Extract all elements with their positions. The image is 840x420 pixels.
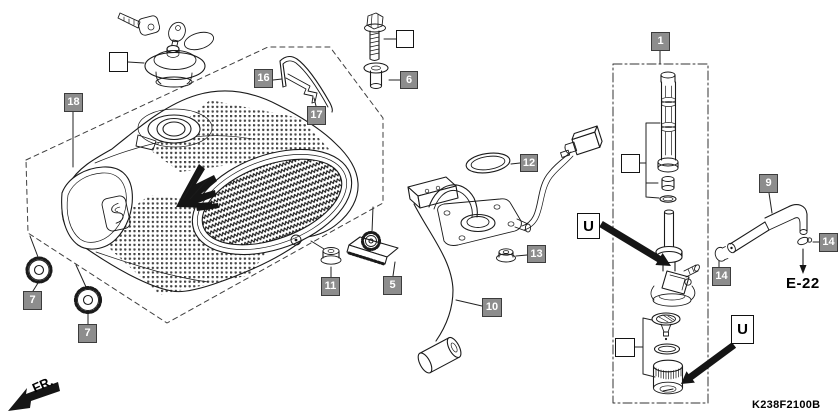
callout-11[interactable]: 11 <box>321 277 340 296</box>
fuel-tank <box>61 90 359 295</box>
e22-arrow <box>799 248 807 274</box>
strainer-cup <box>652 359 684 395</box>
leader-lines <box>29 38 820 378</box>
callout-10[interactable]: 10 <box>482 298 502 317</box>
callout-13[interactable]: 13 <box>527 245 546 263</box>
strainer-cup-small <box>661 176 675 191</box>
callout-9[interactable]: 9 <box>759 174 778 193</box>
fr-direction-arrow <box>8 382 60 411</box>
callout-7-left[interactable]: 7 <box>23 291 42 310</box>
knee-pad <box>191 148 353 256</box>
view-box-u-top[interactable]: U <box>577 213 600 239</box>
callout-6[interactable]: 6 <box>400 71 418 89</box>
cap-grommet <box>363 62 389 89</box>
fuel-cock <box>650 209 700 307</box>
tank-bounding-box <box>25 46 384 324</box>
mount-rubber-block <box>346 230 399 266</box>
tank-grommet-right <box>73 285 103 315</box>
tank-grommet-left <box>25 256 53 284</box>
filler-neck <box>135 108 213 151</box>
tank-emblem <box>101 195 131 232</box>
callout-blank-fuel-cap[interactable] <box>109 52 128 72</box>
u-view-arrow-bottom <box>681 342 737 384</box>
flange-bolt <box>364 12 386 61</box>
tube-clip-left <box>714 246 729 262</box>
key-set <box>117 12 186 51</box>
honda-wing-logo <box>176 164 219 211</box>
callout-blank-strainer[interactable] <box>621 154 640 173</box>
callout-17[interactable]: 17 <box>307 106 326 125</box>
callout-5[interactable]: 5 <box>383 276 402 295</box>
callout-blank-bolt[interactable] <box>396 30 414 48</box>
fuel-joint-pipe <box>727 204 808 254</box>
callout-16[interactable]: 16 <box>254 69 273 88</box>
mount-rubber-small <box>320 247 342 265</box>
u-view-arrow-top <box>599 221 671 266</box>
cross-reference-link[interactable]: E-22 <box>786 275 820 292</box>
seal-ring <box>465 152 511 174</box>
flange-nut <box>496 248 516 263</box>
callout-1[interactable]: 1 <box>651 32 670 51</box>
callout-14-left[interactable]: 14 <box>712 267 731 286</box>
strainer-screen <box>651 312 681 341</box>
fuel-unit <box>407 151 574 246</box>
callout-12[interactable]: 12 <box>520 154 538 172</box>
o-ring-small <box>659 195 677 203</box>
view-box-u-bottom[interactable]: U <box>731 315 754 344</box>
catalog-code: K238F2100B <box>752 399 821 411</box>
callout-7-right[interactable]: 7 <box>78 324 97 343</box>
cup-o-ring <box>653 343 681 355</box>
fuel-float <box>413 203 462 374</box>
fuel-strainer-tube <box>657 71 679 173</box>
sender-connector <box>560 125 603 158</box>
callout-18[interactable]: 18 <box>64 93 83 112</box>
setting-rubber-bracket <box>279 56 333 113</box>
callout-blank-screen[interactable] <box>615 338 635 357</box>
tube-clip-right <box>797 236 813 246</box>
fuel-cap <box>144 31 215 88</box>
callout-14-right[interactable]: 14 <box>819 233 838 252</box>
